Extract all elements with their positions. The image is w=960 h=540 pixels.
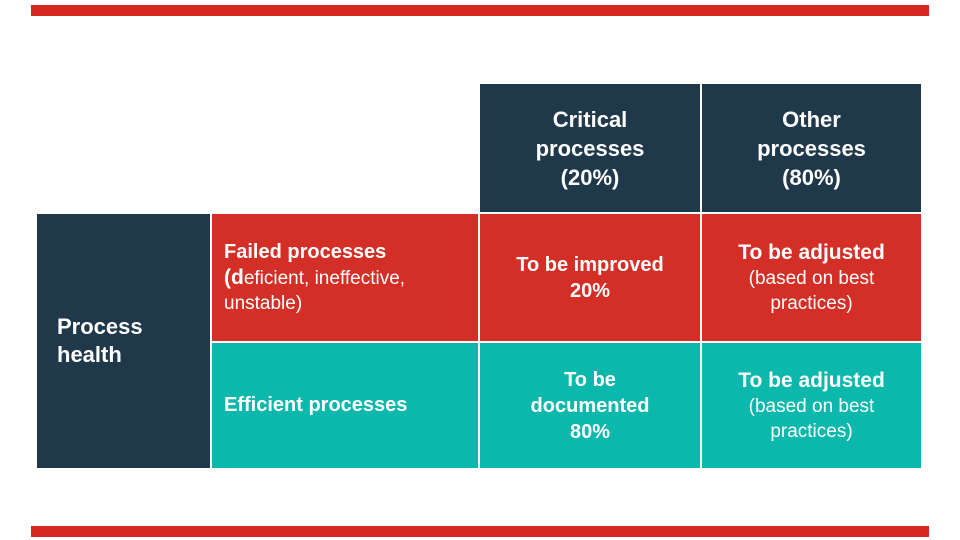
- header-line: Critical: [552, 106, 628, 132]
- cell-to-be-adjusted-other: To be adjusted (based on best practices): [702, 343, 921, 468]
- cell-to-be-adjusted-critical: To be adjusted (based on best practices): [702, 214, 921, 341]
- top-accent-bar: [31, 5, 929, 16]
- process-health-matrix: Critical processes (20%) Other processes…: [37, 84, 921, 468]
- cell-title: To be adjusted: [738, 240, 885, 264]
- cell-line: 20%: [569, 279, 611, 302]
- header-line: processes: [757, 135, 866, 161]
- row-axis-label: Process health: [57, 314, 143, 367]
- column-header-other-processes: Other processes (80%): [702, 84, 921, 212]
- cell-title: Efficient processes: [224, 394, 408, 416]
- bottom-accent-bar: [31, 526, 929, 537]
- cell-line: 80%: [569, 420, 611, 443]
- cell-to-be-documented: To be documented 80%: [480, 343, 700, 468]
- cell-line: To be improved: [516, 253, 664, 276]
- row-axis-process-health: Process health: [37, 214, 210, 468]
- header-line: processes: [535, 135, 645, 161]
- cell-subtitle: (deficient, ineffective, unstable): [224, 265, 406, 314]
- cell-failed-processes: Failed processes (deficient, ineffective…: [212, 214, 478, 341]
- cell-title: To be adjusted: [738, 368, 885, 392]
- cell-line: documented: [530, 394, 650, 417]
- header-line: Other: [782, 106, 841, 132]
- header-line: (80%): [782, 164, 841, 190]
- cell-subtitle: (based on best practices): [748, 267, 875, 314]
- cell-subtitle: (based on best practices): [748, 395, 875, 442]
- cell-line: To be: [564, 368, 616, 391]
- cell-efficient-processes: Efficient processes: [212, 343, 478, 468]
- cell-to-be-improved: To be improved 20%: [480, 214, 700, 341]
- header-line: (20%): [560, 164, 620, 190]
- cell-title: Failed processes: [224, 240, 387, 263]
- column-header-critical-processes: Critical processes (20%): [480, 84, 700, 212]
